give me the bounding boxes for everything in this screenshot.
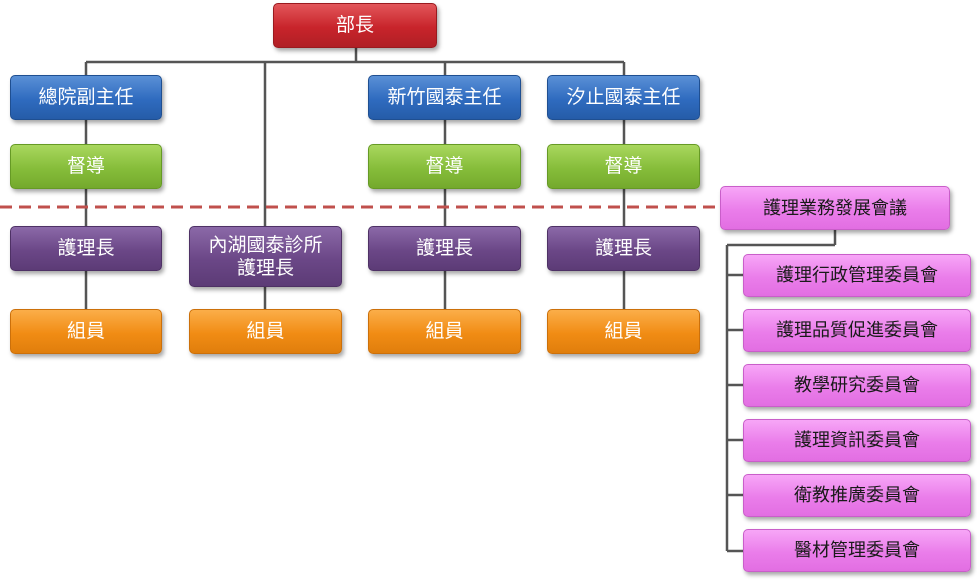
committee-label: 醫材管理委員會 (794, 540, 920, 561)
head-nurse-neihu-line1: 內湖國泰診所 (208, 233, 323, 256)
committee-label: 護理行政管理委員會 (776, 265, 938, 286)
minister-label: 部長 (335, 14, 374, 36)
supervisor-label: 督導 (425, 155, 464, 177)
director-xizhi-label: 汐止國泰主任 (566, 86, 681, 108)
supervisor-box-3: 督導 (547, 144, 700, 189)
member-label: 組員 (246, 320, 285, 342)
committee-label: 衛教推廣委員會 (794, 485, 920, 506)
committee-box-admin: 護理行政管理委員會 (743, 254, 971, 297)
member-label: 組員 (66, 320, 105, 342)
committee-box-information: 護理資訊委員會 (743, 419, 971, 462)
member-box-2: 組員 (189, 309, 342, 354)
minister-box: 部長 (273, 3, 437, 48)
deputy-general-label: 總院副主任 (38, 86, 134, 108)
head-nurse-label: 護理長 (415, 237, 473, 259)
member-label: 組員 (604, 320, 643, 342)
committee-label: 教學研究委員會 (794, 375, 920, 396)
committee-box-teaching: 教學研究委員會 (743, 364, 971, 407)
member-label: 組員 (425, 320, 464, 342)
committee-box-education: 衛教推廣委員會 (743, 474, 971, 517)
committee-box-equipment: 醫材管理委員會 (743, 529, 971, 572)
head-nurse-label: 護理長 (594, 237, 652, 259)
council-box: 護理業務發展會議 (720, 186, 950, 230)
member-box-1: 組員 (10, 309, 162, 354)
supervisor-label: 督導 (604, 155, 643, 177)
committee-label: 護理資訊委員會 (794, 430, 920, 451)
director-hsinchu-box: 新竹國泰主任 (368, 75, 521, 120)
member-box-3: 組員 (368, 309, 521, 354)
head-nurse-box-3: 護理長 (368, 226, 521, 271)
head-nurse-box-4: 護理長 (547, 226, 700, 271)
head-nurse-label: 護理長 (57, 237, 115, 259)
deputy-general-box: 總院副主任 (10, 75, 162, 120)
committee-box-quality: 護理品質促進委員會 (743, 309, 971, 352)
head-nurse-box-1: 護理長 (10, 226, 162, 271)
head-nurse-neihu-line2: 護理長 (236, 256, 294, 279)
director-xizhi-box: 汐止國泰主任 (547, 75, 700, 120)
member-box-4: 組員 (547, 309, 700, 354)
council-label: 護理業務發展會議 (763, 197, 907, 219)
supervisor-label: 督導 (66, 155, 105, 177)
head-nurse-neihu-box: 內湖國泰診所 護理長 (189, 226, 342, 287)
supervisor-box-1: 督導 (10, 144, 162, 189)
director-hsinchu-label: 新竹國泰主任 (387, 86, 502, 108)
supervisor-box-2: 督導 (368, 144, 521, 189)
committee-label: 護理品質促進委員會 (776, 320, 938, 341)
